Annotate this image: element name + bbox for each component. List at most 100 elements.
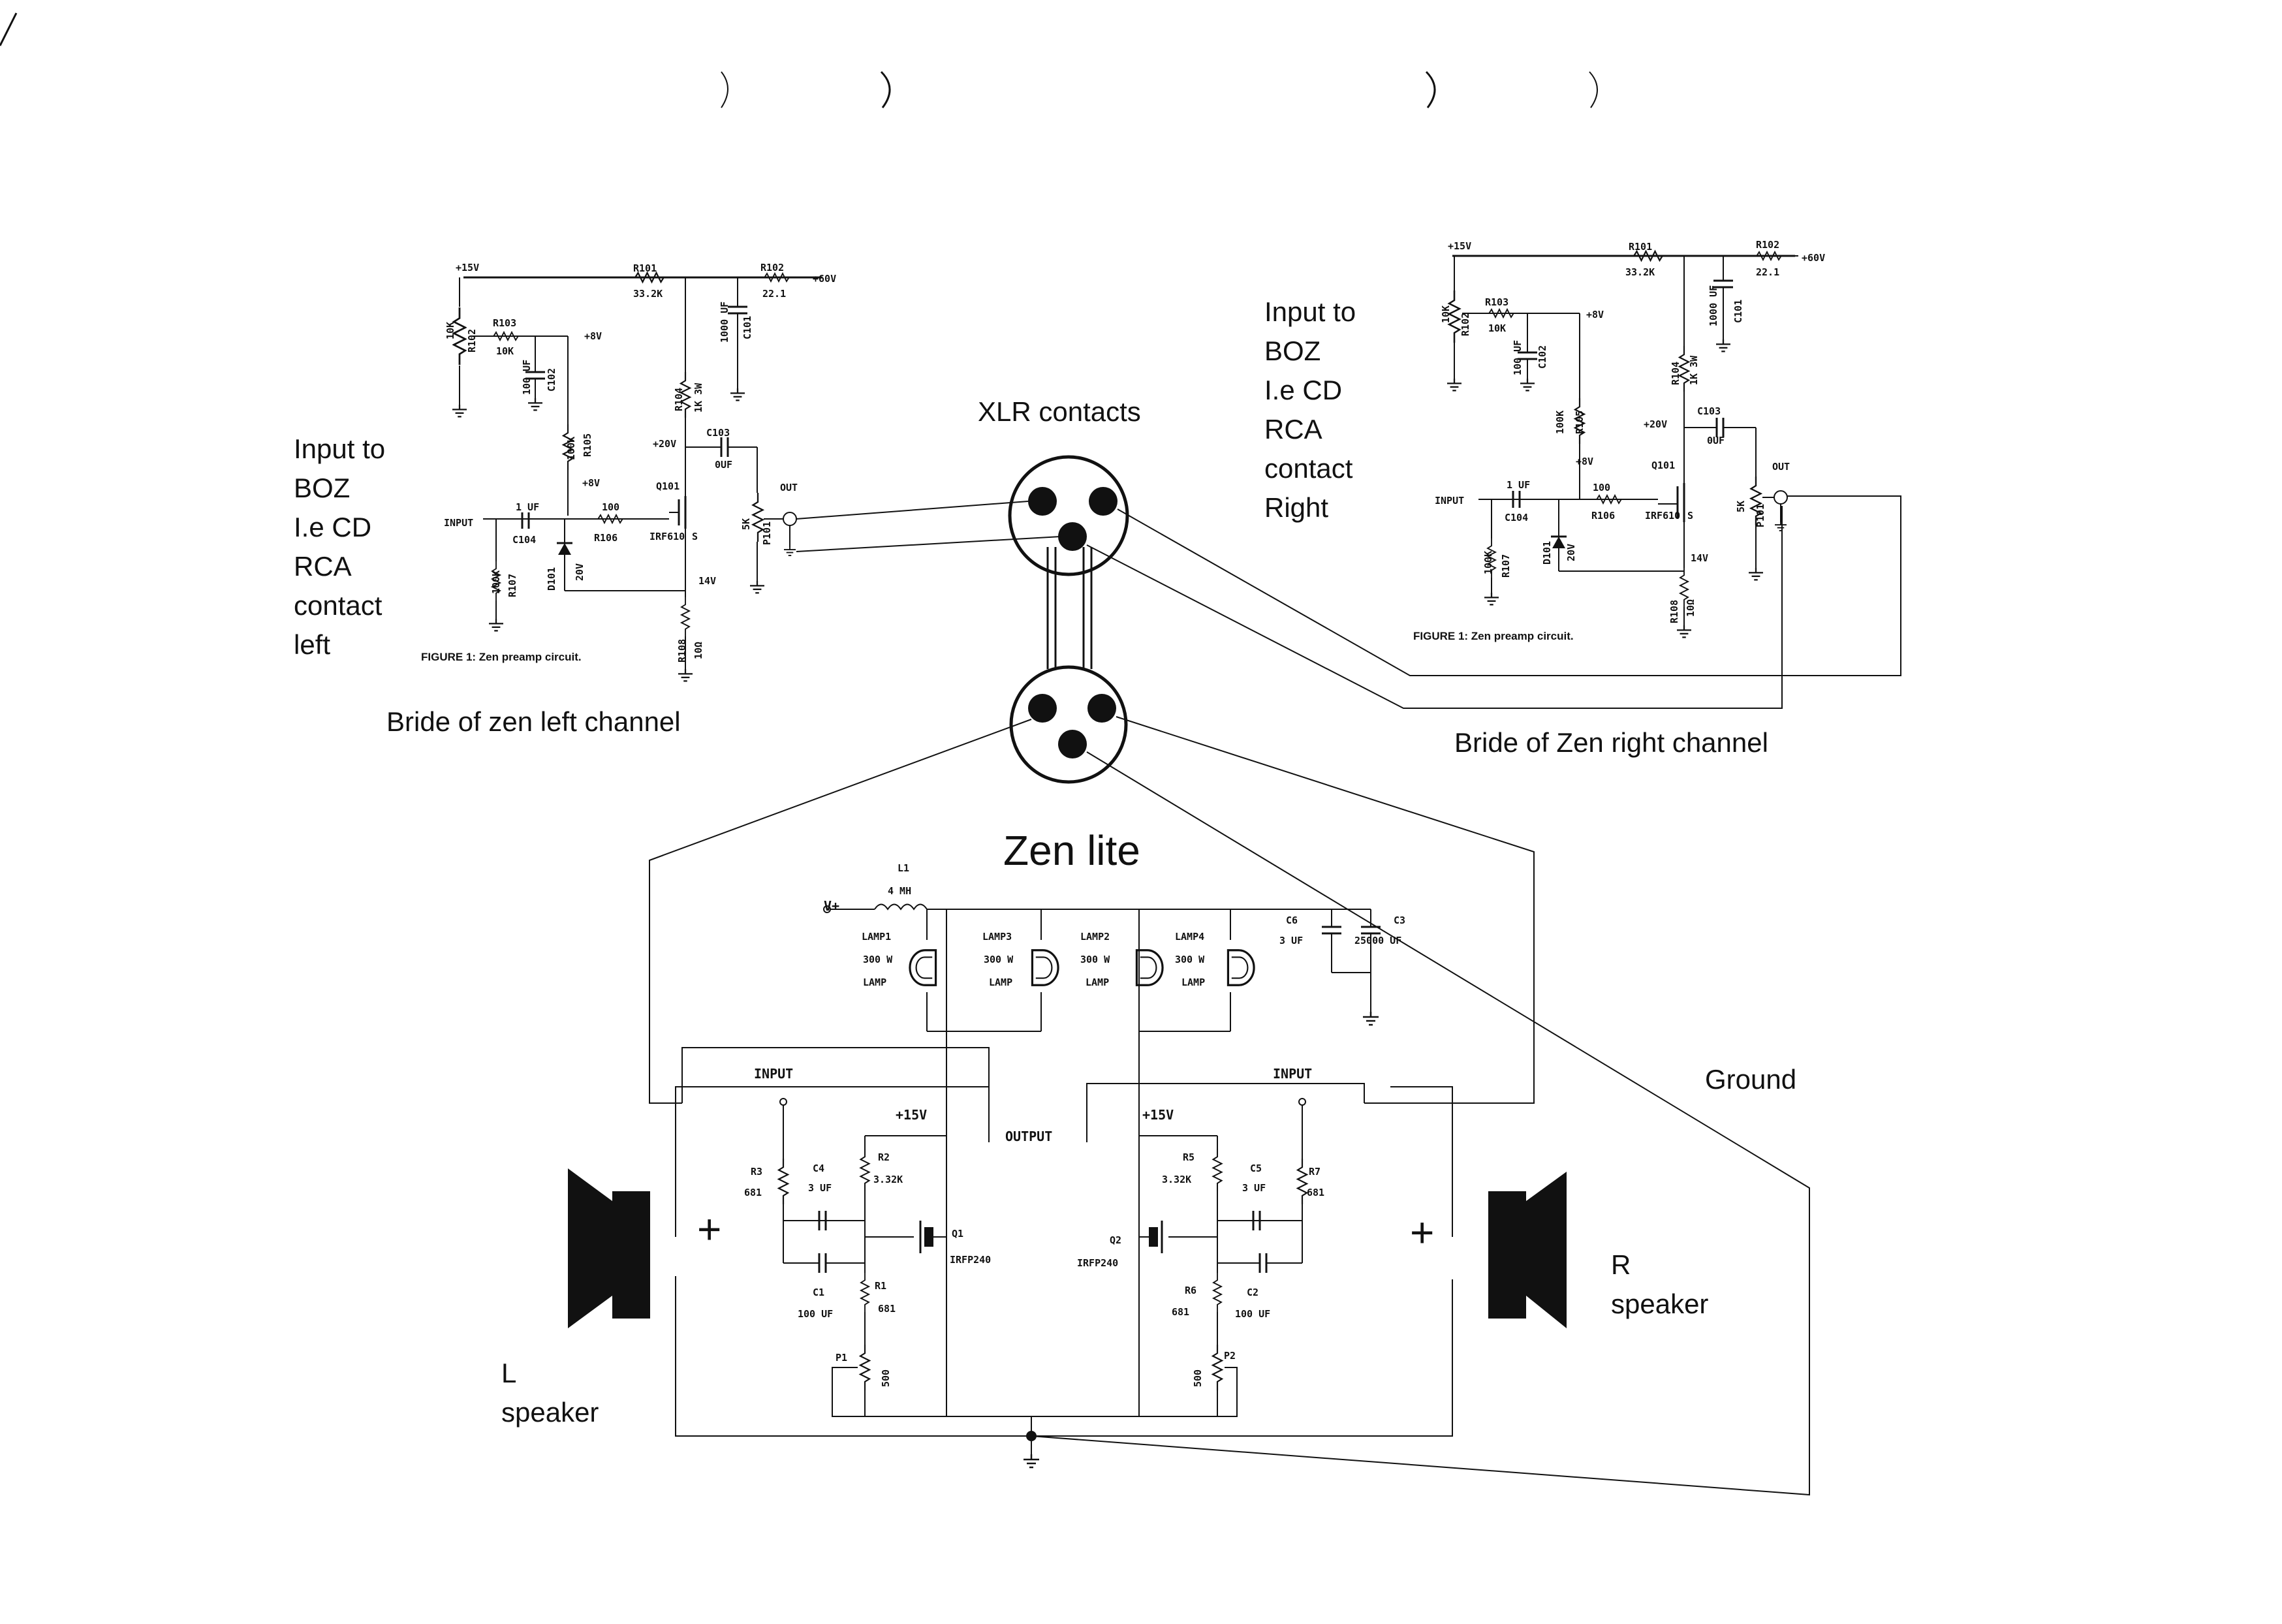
svg-text:INPUT: INPUT [444,517,473,529]
lp-plus15: +15V [456,262,479,273]
svg-text:+8V: +8V [1576,456,1593,467]
svg-text:R3: R3 [751,1166,762,1178]
svg-text:left: left [294,629,330,660]
svg-text:300 W: 300 W [863,954,893,965]
svg-text:contact: contact [1264,453,1353,484]
lamp-2: LAMP2 300 W LAMP [1080,931,1164,988]
svg-text:1K 3W: 1K 3W [1688,355,1700,385]
svg-text:speaker: speaker [1611,1288,1708,1319]
svg-text:INPUT: INPUT [754,1066,793,1082]
svg-text:LAMP2: LAMP2 [1080,931,1110,943]
svg-text:R5: R5 [1183,1151,1195,1163]
svg-text:Q101: Q101 [656,480,680,492]
svg-text:100K: 100K [565,437,577,460]
svg-text:100K: 100K [1482,551,1494,574]
svg-text:4 MH: 4 MH [888,885,911,897]
svg-text:R102: R102 [466,329,478,352]
svg-text:5K: 5K [740,518,752,530]
svg-text:R104: R104 [1670,362,1681,385]
svg-text:+60V: +60V [813,273,836,285]
svg-text:10Ω: 10Ω [693,642,704,659]
svg-text:R101: R101 [1629,241,1652,253]
svg-text:C101: C101 [1732,300,1744,323]
lamp-3: LAMP3 300 W LAMP [982,931,1059,988]
svg-text:10Ω: 10Ω [1685,599,1696,617]
svg-text:10K: 10K [445,322,456,339]
svg-text:R102: R102 [760,262,784,273]
svg-text:R1: R1 [875,1280,886,1292]
right-plus-sign: + [1410,1209,1434,1256]
svg-text:INPUT: INPUT [1435,495,1464,507]
svg-text:10K: 10K [1488,322,1506,334]
svg-text:C5: C5 [1250,1163,1262,1174]
svg-text:RCA: RCA [1264,414,1322,445]
lamp-1: LAMP1 300 W LAMP [862,931,937,988]
svg-text:10K: 10K [496,345,514,357]
svg-text:1 UF: 1 UF [516,501,539,513]
svg-text:+60V: +60V [1802,252,1825,264]
svg-text:Right: Right [1264,492,1328,523]
svg-text:I.e CD: I.e CD [294,512,371,542]
svg-text:C104: C104 [1505,512,1528,523]
svg-text:3.32K: 3.32K [1162,1174,1191,1185]
svg-text:R105: R105 [1574,411,1586,434]
svg-text:0UF: 0UF [715,459,732,471]
svg-text:100 UF: 100 UF [798,1308,833,1320]
svg-text:100 UF: 100 UF [521,360,533,395]
svg-text:+20V: +20V [653,438,676,450]
svg-text:OUT: OUT [1772,461,1790,473]
svg-text:3 UF: 3 UF [1279,935,1303,946]
svg-text:+8V: +8V [582,477,600,489]
r-speaker-label: R speaker [1611,1249,1708,1319]
svg-text:R106: R106 [1591,510,1615,522]
svg-text:OUTPUT: OUTPUT [1005,1129,1052,1144]
svg-text:FIGURE 1: Zen preamp circuit.: FIGURE 1: Zen preamp circuit. [421,651,582,663]
zen-lite-title: Zen lite [1003,827,1140,874]
ground-label: Ground [1705,1064,1796,1095]
svg-text:C3: C3 [1394,914,1405,926]
svg-text:D101: D101 [546,567,557,591]
svg-text:L1: L1 [898,862,909,874]
svg-text:LAMP: LAMP [863,976,886,988]
svg-text:LAMP: LAMP [1086,976,1109,988]
svg-text:R103: R103 [1485,296,1508,308]
svg-text:C1: C1 [813,1287,824,1298]
svg-text:R102: R102 [1756,239,1779,251]
svg-text:100 UF: 100 UF [1235,1308,1270,1320]
svg-text:C102: C102 [546,368,557,392]
left-speaker [568,1168,650,1328]
svg-text:Q1: Q1 [952,1228,963,1240]
svg-text:FIGURE 1: Zen preamp circuit.: FIGURE 1: Zen preamp circuit. [1413,630,1574,642]
svg-text:R: R [1611,1249,1631,1280]
svg-text:P101: P101 [1755,504,1766,527]
svg-text:C101: C101 [742,316,753,339]
svg-text:Q101: Q101 [1651,460,1675,471]
svg-text:IRFP240: IRFP240 [950,1254,991,1266]
svg-text:I.e CD: I.e CD [1264,375,1342,405]
svg-text:S: S [1687,510,1693,522]
svg-text:S: S [692,531,698,542]
svg-text:25000 UF: 25000 UF [1354,935,1401,946]
svg-text:contact: contact [294,590,383,621]
svg-text:1000 UF: 1000 UF [719,302,730,343]
svg-text:100 UF: 100 UF [1512,340,1524,375]
svg-text:R107: R107 [507,574,518,597]
svg-text:+8V: +8V [1586,309,1604,320]
svg-text:500: 500 [880,1369,892,1387]
svg-text:R108: R108 [1668,600,1680,623]
right-preamp-circuit: +15V R101 33.2K R102 22.1 +60V 1000 UF C… [1413,239,1825,642]
svg-text:C104: C104 [512,534,536,546]
right-speaker [1488,1172,1567,1328]
svg-text:1K 3W: 1K 3W [693,383,704,413]
svg-text:1000 UF: 1000 UF [1708,285,1719,326]
svg-text:33.2K: 33.2K [1625,266,1655,278]
lamp-4: LAMP4 300 W LAMP [1175,931,1255,988]
svg-text:22.1: 22.1 [762,288,786,300]
svg-text:R2: R2 [878,1151,890,1163]
svg-text:5K: 5K [1735,501,1747,512]
svg-text:681: 681 [1307,1187,1324,1198]
svg-text:R102: R102 [1460,313,1471,336]
svg-text:+20V: +20V [1644,418,1667,430]
svg-text:3.32K: 3.32K [873,1174,903,1185]
svg-text:681: 681 [744,1187,762,1198]
